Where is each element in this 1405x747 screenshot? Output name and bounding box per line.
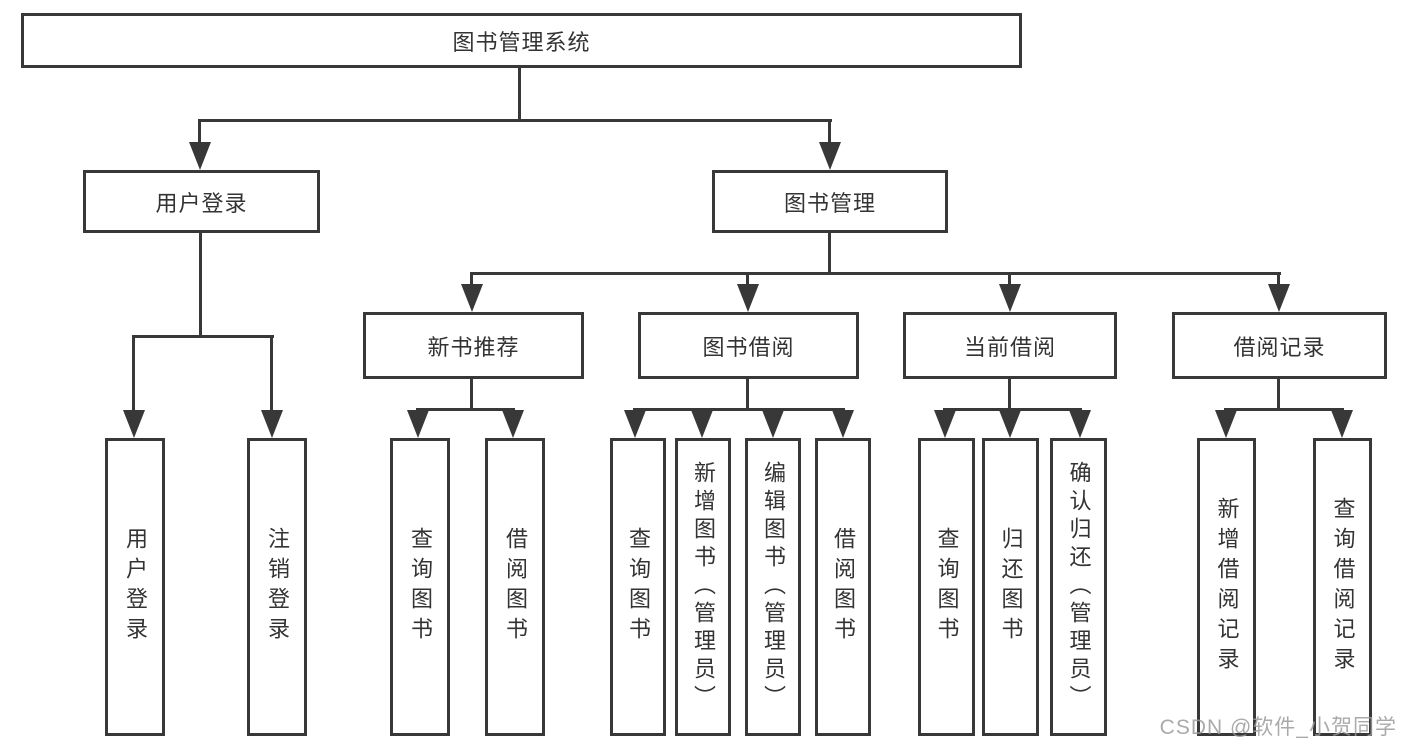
leaf-borrow-books-2-label: 借阅图书 [831,527,856,647]
node-book-borrow-label: 图书借阅 [702,334,795,360]
node-book-mgmt-label: 图书管理 [783,190,876,216]
arrow-line [470,272,473,288]
arrow-head-icon [1069,410,1091,438]
arrow-line [1277,272,1280,288]
leaf-confirm-return-admin: 确认归还（管理员） [1050,438,1107,736]
arrow-line [198,119,201,146]
connector-stem-borrow-records [1277,379,1280,411]
arrow-head-icon [1215,410,1237,438]
connector-bar-user-login [132,335,274,338]
arrow-head-icon [934,410,956,438]
leaf-query-books-1-label: 查询图书 [408,527,433,647]
leaf-logout-label: 注销登录 [265,527,290,647]
node-new-recommend-label: 新书推荐 [427,334,520,360]
connector-stem-book-borrow [746,379,749,411]
connector-bar-root [198,119,832,122]
leaf-query-books-3: 查询图书 [918,438,975,736]
arrow-head-icon [407,410,429,438]
arrow-head-icon [261,410,283,438]
arrow-head-icon [1331,410,1353,438]
node-user-login-label: 用户登录 [155,190,248,216]
leaf-query-books-2-label: 查询图书 [626,527,651,647]
arrow-head-icon [737,284,759,312]
arrow-line [270,335,273,414]
arrow-head-icon [461,284,483,312]
leaf-borrow-books-1-label: 借阅图书 [503,527,528,647]
leaf-edit-book-admin-label: 编辑图书（管理员） [761,461,786,713]
node-book-mgmt: 图书管理 [712,170,948,233]
node-root-label: 图书管理系统 [452,29,591,55]
leaf-edit-book-admin: 编辑图书（管理员） [745,438,801,736]
watermark-text: CSDN @软件_小贺同学 [1159,716,1397,739]
arrow-line [1008,272,1011,288]
connector-bar-new-recommend [416,408,515,411]
leaf-borrow-books-1: 借阅图书 [485,438,545,736]
node-borrow-records: 借阅记录 [1172,312,1387,379]
leaf-query-borrow-record-label: 查询借阅记录 [1330,497,1356,677]
connector-stem-current-borrow [1008,379,1011,411]
leaf-borrow-books-2: 借阅图书 [815,438,871,736]
connector-bar-borrow-records [1224,408,1344,411]
arrow-head-icon [819,142,841,170]
leaf-add-borrow-record: 新增借阅记录 [1197,438,1256,736]
arrow-head-icon [691,410,713,438]
connector-bar-current-borrow [943,408,1082,411]
connector-bar-book-mgmt [470,272,1281,275]
arrow-line [746,272,749,288]
arrow-head-icon [999,284,1021,312]
arrow-head-icon [1268,284,1290,312]
leaf-user-login: 用户登录 [105,438,165,736]
arrow-line [828,119,831,146]
connector-stem-root [518,68,521,122]
arrow-head-icon [624,410,646,438]
node-root: 图书管理系统 [21,13,1022,68]
arrow-head-icon [832,410,854,438]
leaf-confirm-return-admin-label: 确认归还（管理员） [1066,461,1092,713]
leaf-query-books-3-label: 查询图书 [934,527,960,647]
arrow-line [132,335,135,414]
leaf-logout: 注销登录 [247,438,307,736]
leaf-query-borrow-record: 查询借阅记录 [1313,438,1372,736]
leaf-add-borrow-record-label: 新增借阅记录 [1214,497,1240,677]
leaf-return-book: 归还图书 [982,438,1039,736]
connector-stem-new-recommend [470,379,473,411]
arrow-head-icon [123,410,145,438]
leaf-user-login-label: 用户登录 [123,527,148,647]
node-borrow-records-label: 借阅记录 [1233,334,1326,360]
connector-bar-book-borrow [633,408,845,411]
node-book-borrow: 图书借阅 [638,312,859,379]
leaf-return-book-label: 归还图书 [998,527,1024,647]
node-new-recommend: 新书推荐 [363,312,584,379]
leaf-add-book-admin-label: 新增图书（管理员） [691,461,716,713]
leaf-query-books-2: 查询图书 [610,438,666,736]
leaf-query-books-1: 查询图书 [390,438,450,736]
node-user-login: 用户登录 [83,170,320,233]
arrow-head-icon [762,410,784,438]
arrow-head-icon [502,410,524,438]
node-current-borrow-label: 当前借阅 [963,334,1056,360]
connector-stem-user-login [199,232,202,338]
arrow-head-icon [189,142,211,170]
leaf-add-book-admin: 新增图书（管理员） [675,438,731,736]
arrow-head-icon [999,410,1021,438]
node-current-borrow: 当前借阅 [903,312,1117,379]
connector-stem-book-mgmt [828,232,831,275]
